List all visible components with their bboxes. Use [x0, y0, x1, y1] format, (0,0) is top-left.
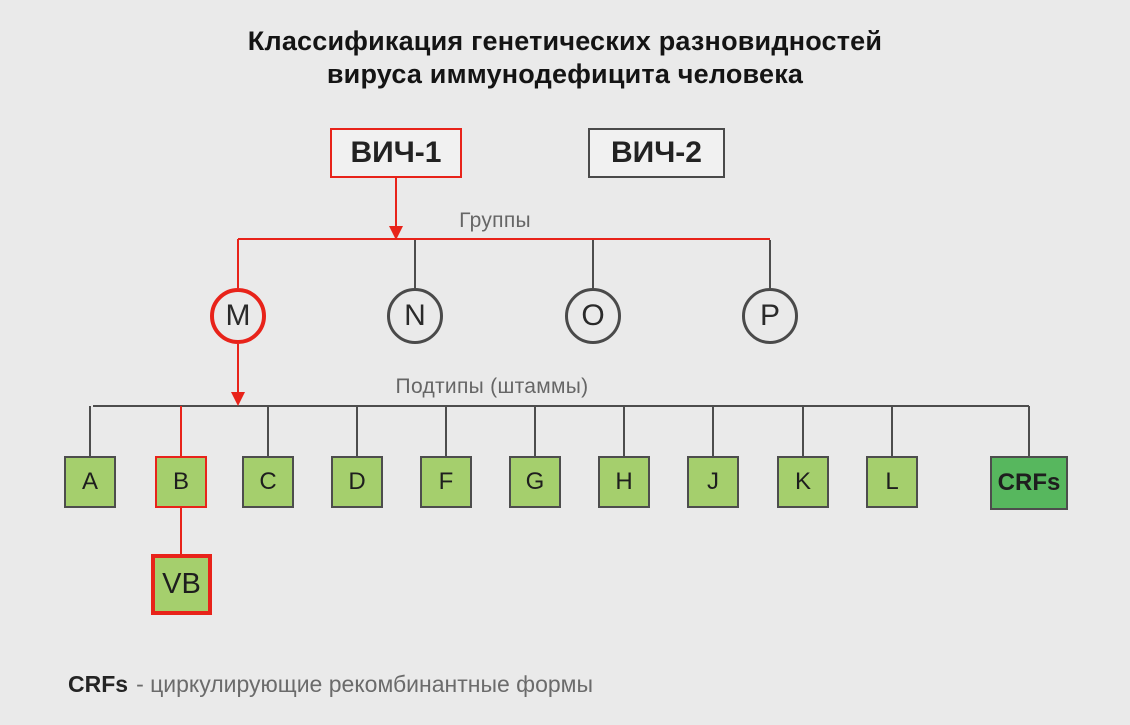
page-title-line1: Классификация генетических разновидносте… [247, 26, 883, 56]
page-title: Классификация генетических разновидносте… [0, 25, 1130, 91]
legend-definition: - циркулирующие рекомбинантные формы [136, 671, 594, 697]
group-node-p: P [742, 288, 798, 344]
arrowhead-m-to-subtypes [231, 392, 245, 406]
gray-connectors [89, 240, 1030, 456]
subtype-node-f: F [420, 456, 472, 508]
variant-node-vb: VB [151, 554, 212, 615]
subtypes-section-label: Подтипы (штаммы) [395, 375, 589, 398]
virus-node-hiv1: ВИЧ-1 [330, 128, 462, 178]
group-node-m: M [210, 288, 266, 344]
subtype-node-k: K [777, 456, 829, 508]
subtype-node-crfs: CRFs [990, 456, 1068, 510]
red-arrowheads [231, 226, 403, 406]
virus-node-hiv2: ВИЧ-2 [588, 128, 725, 178]
legend: CRFs - циркулирующие рекомбинантные формы [68, 671, 593, 698]
legend-term: CRFs [68, 671, 129, 697]
subtype-node-a: A [64, 456, 116, 508]
subtype-node-j: J [687, 456, 739, 508]
subtype-node-b: B [155, 456, 207, 508]
group-node-o: O [565, 288, 621, 344]
subtype-node-g: G [509, 456, 561, 508]
subtype-node-l: L [866, 456, 918, 508]
group-node-n: N [387, 288, 443, 344]
groups-section-label: Группы [459, 209, 531, 232]
red-connectors [180, 178, 770, 554]
subtype-node-d: D [331, 456, 383, 508]
subtype-node-h: H [598, 456, 650, 508]
subtype-node-c: C [242, 456, 294, 508]
arrowhead-hiv1-to-groups [389, 226, 403, 240]
page-title-line2: вируса иммунодефицита человека [326, 59, 804, 89]
